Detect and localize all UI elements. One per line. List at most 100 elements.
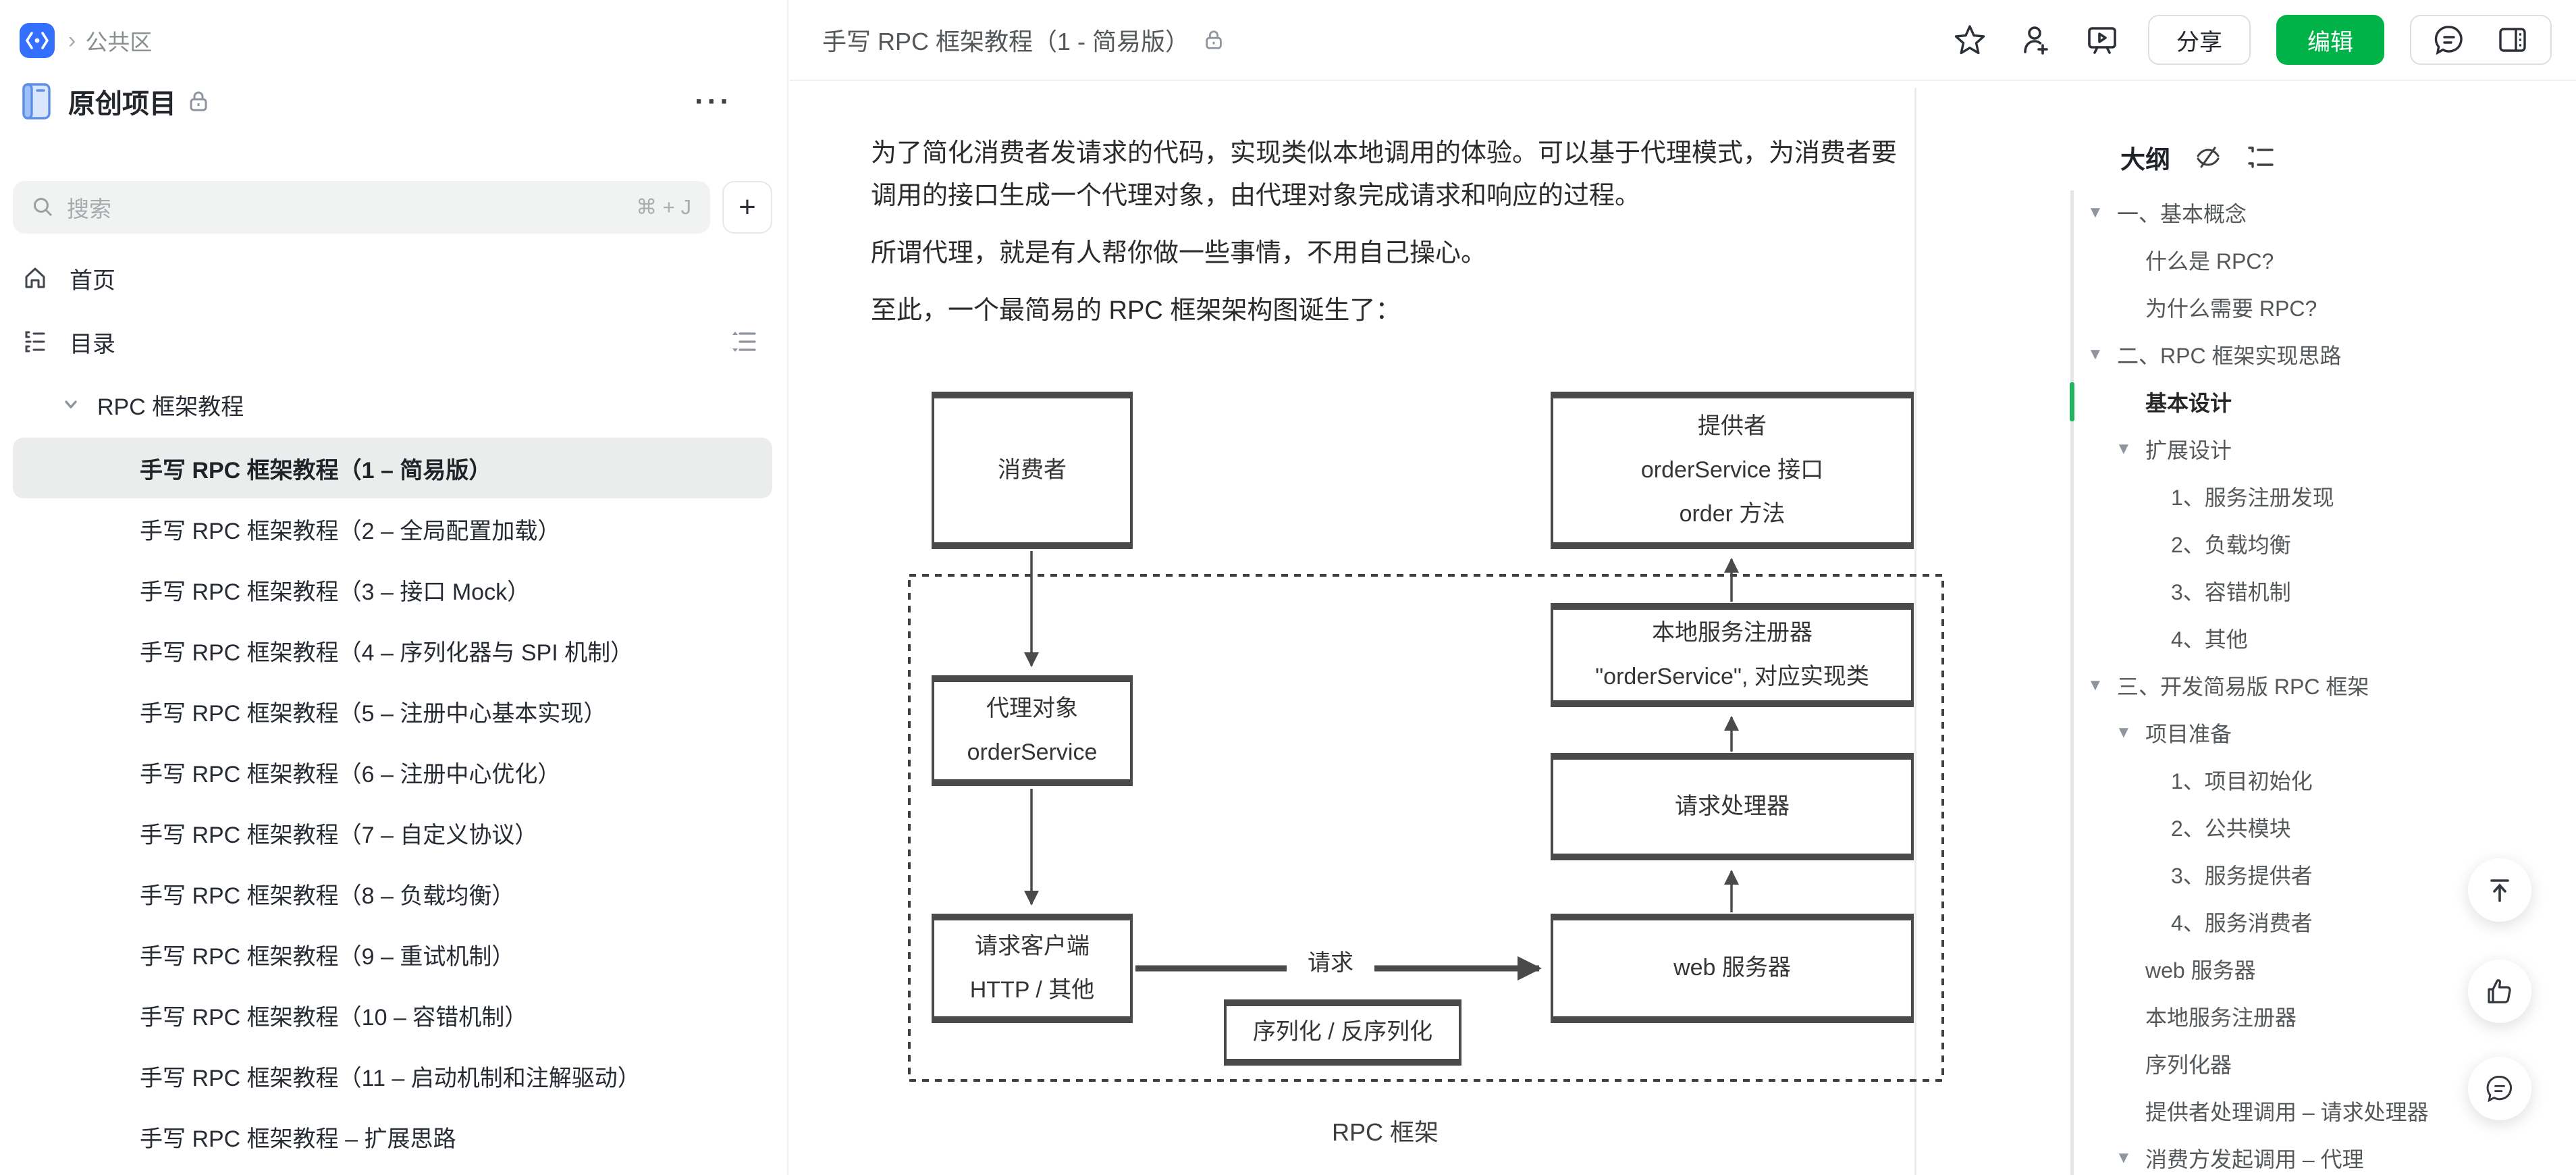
comment-fab-button[interactable] <box>2468 1057 2531 1120</box>
chevron-down-icon[interactable] <box>62 396 80 413</box>
catalog-icon <box>25 331 45 352</box>
outline-item[interactable]: ▼二、RPC 框架实现思路 <box>2052 331 2576 378</box>
paragraph: 所谓代理，就是有人帮你做一些事情，不用自己操心。 <box>871 239 1487 267</box>
sidebar-doc-item[interactable]: 手写 RPC 框架教程（7 – 自定义协议） <box>13 802 772 863</box>
outline-item-label: ▼什么是 RPC? <box>2145 249 2274 273</box>
breadcrumb[interactable]: 公共区 <box>85 30 153 55</box>
triangle-down-icon[interactable]: ▼ <box>2116 723 2132 741</box>
collapse-all-icon[interactable] <box>730 329 757 355</box>
book-header[interactable]: 原创项目 ··· <box>20 80 769 123</box>
triangle-down-icon[interactable]: ▼ <box>2087 203 2103 221</box>
doc-title: 手写 RPC 框架教程（2 – 全局配置加载） <box>140 518 561 544</box>
outline-item[interactable]: ▼扩展设计 <box>2052 425 2576 473</box>
outline-item[interactable]: ▼三、开发简易版 RPC 框架 <box>2052 662 2576 709</box>
breadcrumb-chevron-icon: › <box>68 27 76 53</box>
doc-list: 手写 RPC 框架教程（1 – 简易版） 手写 RPC 框架教程（2 – 全局配… <box>0 438 788 1167</box>
outline-item[interactable]: ▼本地服务注册器 <box>2052 993 2576 1040</box>
outline-item[interactable]: ▼项目准备 <box>2052 709 2576 756</box>
sidebar-doc-item[interactable]: 手写 RPC 框架教程（6 – 注册中心优化） <box>13 741 772 802</box>
outline-list: ▼一、基本概念 ▼什么是 RPC? ▼为什么需要 RPC? ▼二、RPC 框架实… <box>2052 189 2576 1175</box>
outline-item[interactable]: ▼提供者处理调用 – 请求处理器 <box>2052 1087 2576 1134</box>
paragraph: 至此，一个最简易的 RPC 框架架构图诞生了： <box>871 296 1401 325</box>
sidebar-item-home[interactable]: 首页 <box>0 249 788 307</box>
like-button[interactable] <box>2468 960 2531 1023</box>
outline-item[interactable]: ▼序列化器 <box>2052 1040 2576 1087</box>
outline-item-label: ▼基本设计 <box>2145 391 2232 415</box>
sidebar-doc-item[interactable]: 手写 RPC 框架教程 – 扩展思路 <box>13 1106 772 1167</box>
outline-item-label: ▼扩展设计 <box>2116 438 2232 463</box>
outline-item[interactable]: ▼1、项目初始化 <box>2052 756 2576 804</box>
tree-node-rpc-tutorial[interactable]: RPC 框架教程 <box>0 377 788 432</box>
search-shortcut: ⌘ + J <box>636 195 691 219</box>
diagram-box-client: 请求客户端 HTTP / 其他 <box>932 914 1133 1023</box>
search-icon <box>34 198 53 217</box>
diagram-arrow-label-request: 请求 <box>1287 944 1374 977</box>
outline-item[interactable]: ▼3、容错机制 <box>2052 567 2576 615</box>
diagram-box-registry: 本地服务注册器 "orderService", 对应实现类 <box>1551 603 1914 707</box>
outline-panel: 大纲 ▼一、 <box>2052 0 2576 1175</box>
outline-item-label: ▼2、公共模块 <box>2171 816 2291 841</box>
sidebar-doc-item[interactable]: 手写 RPC 框架教程（11 – 启动机制和注解驱动） <box>13 1045 772 1106</box>
outline-item-label: ▼3、容错机制 <box>2171 580 2291 604</box>
sidebar-doc-item[interactable]: 手写 RPC 框架教程（8 – 负载均衡） <box>13 863 772 924</box>
diagram-box-web-server: web 服务器 <box>1551 914 1914 1023</box>
add-collaborator-button[interactable] <box>2016 20 2056 60</box>
outline-item[interactable]: ▼4、服务消费者 <box>2052 898 2576 945</box>
sidebar-item-label: 首页 <box>70 267 115 294</box>
present-button[interactable] <box>2082 20 2122 60</box>
triangle-down-icon[interactable]: ▼ <box>2087 345 2103 363</box>
lock-icon <box>1206 30 1222 49</box>
comments-button[interactable] <box>2429 20 2469 60</box>
page-title: 手写 RPC 框架教程（1 - 简易版） <box>822 28 1190 55</box>
paragraph: 为了简化消费者发请求的代码，实现类似本地调用的体验。可以基于代理模式，为消费者要… <box>871 139 1898 210</box>
doc-title: 手写 RPC 框架教程（7 – 自定义协议） <box>140 822 538 848</box>
outline-item-label: ▼序列化器 <box>2145 1053 2232 1077</box>
book-more-button[interactable]: ··· <box>695 85 732 118</box>
sidebar-doc-item[interactable]: 手写 RPC 框架教程（4 – 序列化器与 SPI 机制） <box>13 620 772 681</box>
outline-item[interactable]: ▼1、服务注册发现 <box>2052 473 2576 520</box>
sidebar-doc-item[interactable]: 手写 RPC 框架教程（1 – 简易版） <box>13 438 772 498</box>
sidebar-doc-item[interactable]: 手写 RPC 框架教程（9 – 重试机制） <box>13 924 772 985</box>
outline-list-icon[interactable] <box>2246 142 2276 172</box>
diagram-box-provider: 提供者 orderService 接口 order 方法 <box>1551 392 1914 549</box>
outline-item[interactable]: ▼基本设计 <box>2052 378 2576 425</box>
notebook-icon <box>22 83 51 120</box>
workspace-breadcrumb[interactable]: › 公共区 <box>20 22 152 59</box>
sidebar-doc-item[interactable]: 手写 RPC 框架教程（5 – 注册中心基本实现） <box>13 681 772 741</box>
sidebar-doc-item[interactable]: 手写 RPC 框架教程（10 – 容错机制） <box>13 985 772 1045</box>
sidebar: › 公共区 原创项目 ··· 搜索 ⌘ + J <box>0 0 788 1175</box>
hide-outline-button[interactable] <box>2193 142 2223 172</box>
outline-item-label: ▼为什么需要 RPC? <box>2145 296 2317 321</box>
edit-button[interactable]: 编辑 <box>2276 15 2384 65</box>
outline-item[interactable]: ▼2、公共模块 <box>2052 804 2576 851</box>
outline-item[interactable]: ▼4、其他 <box>2052 615 2576 662</box>
new-doc-button[interactable]: + <box>722 181 772 234</box>
outline-item[interactable]: ▼3、服务提供者 <box>2052 851 2576 898</box>
content-scrollbar[interactable] <box>1914 88 1916 1175</box>
doc-title: 手写 RPC 框架教程（6 – 注册中心优化） <box>140 761 561 787</box>
workspace-logo-icon[interactable] <box>20 23 55 58</box>
scroll-to-top-button[interactable] <box>2468 858 2531 922</box>
sidebar-doc-item[interactable]: 手写 RPC 框架教程（3 – 接口 Mock） <box>13 559 772 620</box>
triangle-down-icon[interactable]: ▼ <box>2116 1149 2132 1167</box>
home-icon <box>25 267 45 288</box>
outline-item[interactable]: ▼消费方发起调用 – 代理 <box>2052 1134 2576 1175</box>
search-input[interactable]: 搜索 ⌘ + J <box>13 181 710 234</box>
outline-item[interactable]: ▼什么是 RPC? <box>2052 236 2576 284</box>
outline-item[interactable]: ▼2、负载均衡 <box>2052 520 2576 567</box>
doc-title: 手写 RPC 框架教程（10 – 容错机制） <box>140 1004 528 1030</box>
search-placeholder: 搜索 <box>67 197 111 221</box>
panel-toggle-button[interactable] <box>2492 20 2533 60</box>
triangle-down-icon[interactable]: ▼ <box>2116 440 2132 458</box>
outline-item[interactable]: ▼为什么需要 RPC? <box>2052 284 2576 331</box>
share-button[interactable]: 分享 <box>2148 15 2251 65</box>
diagram-box-handler: 请求处理器 <box>1551 753 1914 860</box>
sidebar-item-catalog[interactable]: 目录 <box>0 313 788 371</box>
sidebar-doc-item[interactable]: 手写 RPC 框架教程（2 – 全局配置加载） <box>13 498 772 559</box>
outline-item[interactable]: ▼web 服务器 <box>2052 945 2576 993</box>
diagram-box-serializer: 序列化 / 反序列化 <box>1224 999 1461 1066</box>
triangle-down-icon[interactable]: ▼ <box>2087 676 2103 694</box>
diagram-box-proxy: 代理对象 orderService <box>932 675 1133 786</box>
outline-item[interactable]: ▼一、基本概念 <box>2052 189 2576 236</box>
favorite-star-button[interactable] <box>1950 20 1990 60</box>
